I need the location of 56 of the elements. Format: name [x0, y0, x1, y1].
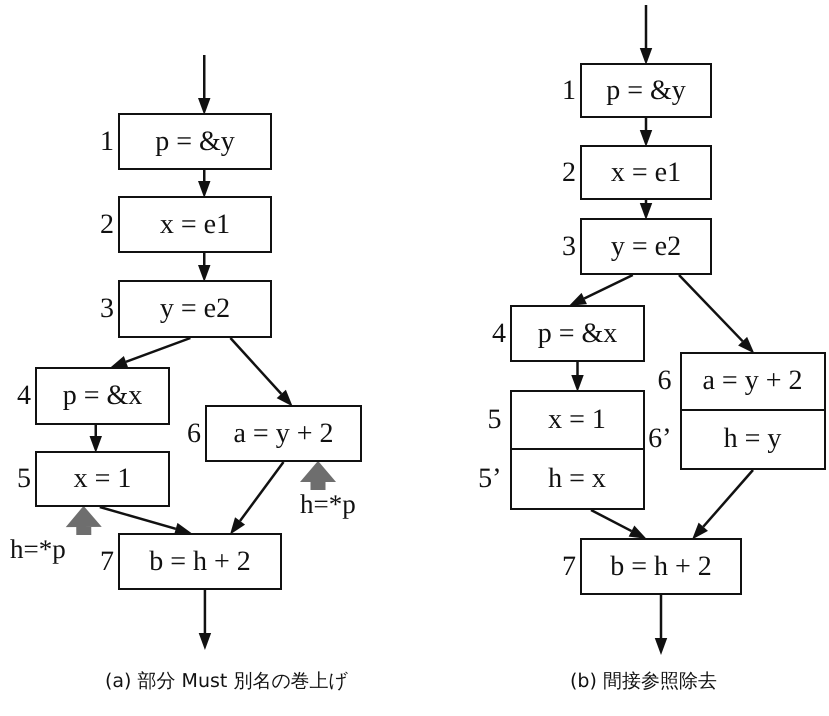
arrow [590, 508, 647, 539]
code-statement: p = &x [62, 381, 142, 411]
code-statement: h = x [548, 464, 606, 494]
node-number: 1 [100, 126, 114, 156]
arrow [110, 336, 191, 368]
code-statement: x = 1 [74, 464, 132, 494]
node-number: 4 [492, 318, 506, 348]
hoisted-load-label: h=*p [300, 490, 375, 518]
block-arrow [66, 506, 102, 536]
code-statement: y = e2 [610, 232, 682, 262]
code-statement: h = y [724, 424, 782, 454]
arrow [678, 274, 754, 354]
node-number: 4 [17, 381, 31, 411]
node-number: 7 [562, 552, 576, 582]
code-statement: x = e1 [160, 210, 230, 240]
code-statement: a = y + 2 [702, 366, 802, 396]
node-number: 5 [488, 404, 502, 434]
caption: (a) 部分 Must 別名の巻上げ [105, 669, 348, 694]
code-statement: x = 1 [548, 404, 606, 434]
code-statement: p = &y [606, 76, 686, 106]
caption: (b) 間接参照除去 [570, 669, 717, 694]
node-number: 2 [100, 210, 114, 240]
node-number: 6 [187, 418, 201, 448]
hoisted-load-label: h=*p [10, 535, 100, 563]
node-number: 5’ [478, 464, 502, 494]
arrow [99, 506, 192, 535]
arrow [230, 337, 293, 406]
code-statement: x = e1 [610, 158, 682, 188]
arrow [198, 590, 212, 650]
node-number: 1 [562, 76, 576, 106]
code-statement: b = h + 2 [149, 546, 251, 576]
node-number: 3 [562, 232, 576, 262]
arrow [198, 253, 210, 282]
node-number: 6’ [648, 424, 672, 454]
code-statement: p = &x [538, 318, 618, 348]
block-arrow [300, 460, 336, 490]
arrow [568, 274, 634, 306]
arrow [692, 469, 754, 540]
arrow [654, 595, 668, 655]
code-statement: y = e2 [160, 294, 230, 324]
arrow [230, 461, 284, 535]
arrow [571, 362, 584, 392]
arrow [198, 55, 210, 115]
node-number: 6 [658, 366, 672, 396]
arrow [640, 200, 652, 220]
arrow [640, 5, 652, 65]
arrow [640, 118, 652, 147]
node-number: 3 [100, 294, 114, 324]
code-statement: p = &y [155, 126, 235, 156]
node-number: 2 [562, 158, 576, 188]
arrow [198, 170, 210, 198]
node-number: 7 [100, 546, 114, 576]
code-statement: b = h + 2 [610, 552, 712, 582]
code-statement: a = y + 2 [233, 418, 334, 448]
node-number: 5 [17, 464, 31, 494]
arrow [90, 425, 102, 453]
